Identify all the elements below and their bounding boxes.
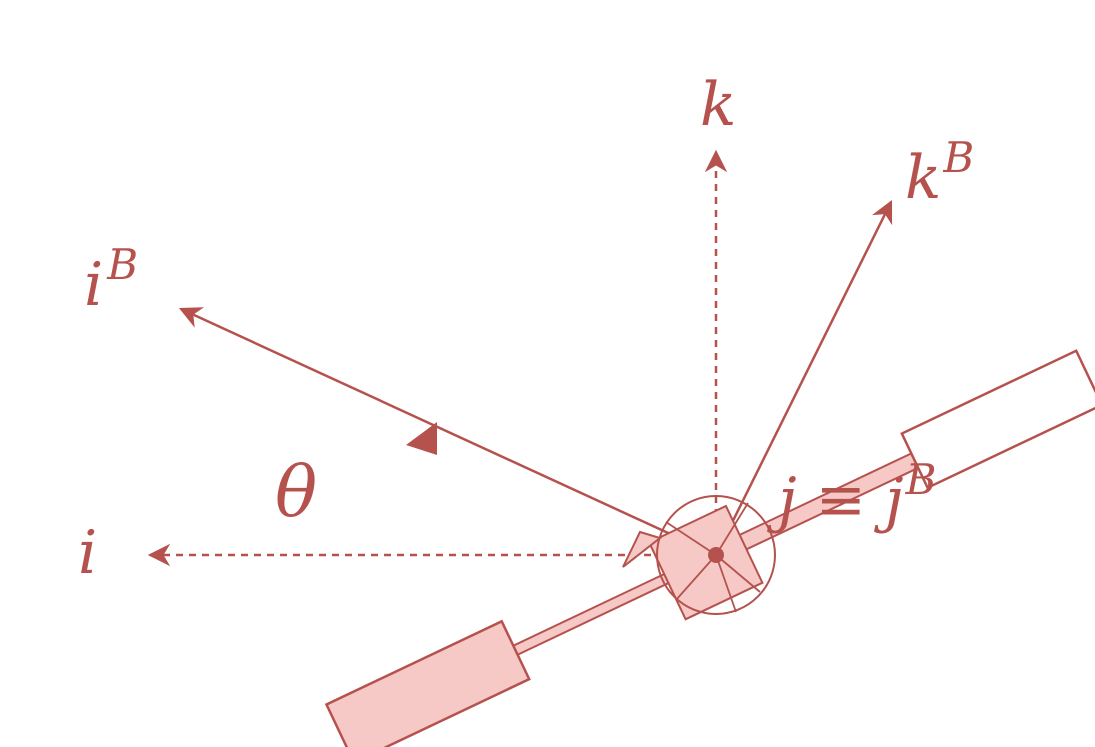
orientation-triangle [406,422,437,455]
label-iB: iB [84,240,138,320]
label-j-sup: B [905,455,937,504]
right-block [900,349,1095,490]
label-kB-sup: B [942,133,974,182]
label-kB-base: k [905,143,941,213]
label-j-equiv: j ≡ j [767,465,904,535]
label-kB: kB [905,133,974,213]
label-k: k [700,70,736,140]
rotated-body [324,349,1095,747]
body-kB-axis [714,199,893,556]
label-theta: θ [275,451,317,533]
label-i: i [78,518,97,588]
label-iB-base: i [84,250,103,320]
label-iB-sup: B [106,240,138,289]
joint-circle [656,495,776,615]
left-block [324,619,531,747]
label-j-equiv-jB: j ≡ jB [767,455,937,535]
hub-square [647,504,764,621]
joint-spokes [665,502,761,613]
body-iB-axis [178,307,717,557]
angle-wedge [622,530,663,568]
pivot-point [708,547,724,563]
